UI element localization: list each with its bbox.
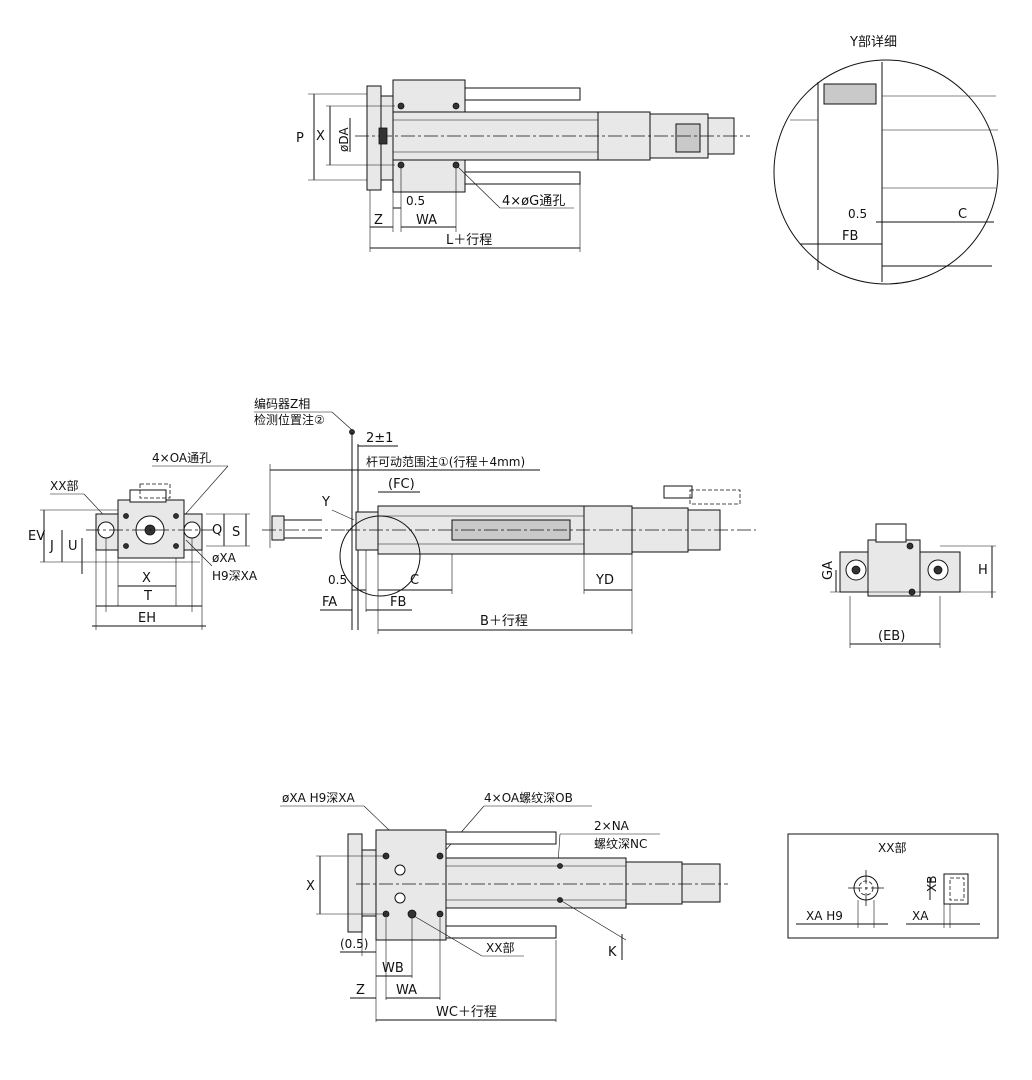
bottom-xx: XX部 <box>486 940 514 955</box>
bottom-xa-label: øXA H9深XA <box>282 791 355 805</box>
bottom-WA: WA <box>396 983 417 998</box>
mid-YD: YD <box>595 573 614 588</box>
dim-Z: Z <box>374 213 383 228</box>
mid-C: C <box>410 573 419 588</box>
guide-rod-upper <box>464 87 581 101</box>
bottom-WC: WC＋行程 <box>436 1005 497 1020</box>
left-xa: øXA <box>212 551 237 565</box>
detail-y-half: 0.5 <box>848 207 867 221</box>
pm-label: 2±1 <box>366 431 393 446</box>
dim-H: H <box>978 563 988 578</box>
bottom-dim-X: X <box>306 879 315 894</box>
top-view: P X øDA 0.5 Z WA L＋行程 4×øG通孔 <box>296 79 750 252</box>
bottom-dim-K: K <box>608 945 617 960</box>
mid-FA: FA <box>322 595 337 610</box>
dim-U: U <box>68 539 78 554</box>
mid-B: B＋行程 <box>480 614 528 629</box>
encoder-line2: 检测位置注② <box>254 412 325 427</box>
dim-WA: WA <box>416 213 437 228</box>
xx-title: XX部 <box>878 840 906 855</box>
dim-T: T <box>143 589 152 604</box>
guide-rod-lower <box>464 171 581 185</box>
detail-y: Y部详细 0.5 C FB <box>773 35 999 285</box>
xx-detail-frame <box>787 833 999 939</box>
bottom-body <box>445 857 627 909</box>
detail-circle <box>773 59 999 285</box>
right-view: GA H (EB) <box>821 523 996 648</box>
dim-S: S <box>232 525 240 540</box>
bottom-block <box>375 829 447 941</box>
dim-EB: (EB) <box>878 629 905 644</box>
callout-holes: 4×øG通孔 <box>502 194 565 209</box>
dim-J: J <box>49 539 54 554</box>
left-h9: H9深XA <box>212 569 258 583</box>
xx-XB: XB <box>925 876 939 892</box>
bottom-oa-label: 4×OA螺纹深OB <box>484 791 573 805</box>
bottom-view: øXA H9深XA 4×OA螺纹深OB 2×NA 螺纹深NC <box>280 791 728 1022</box>
xx-XA: XA <box>912 909 929 923</box>
dim-P: P <box>296 131 304 146</box>
callout-oa: 4×OA通孔 <box>152 451 211 465</box>
dim-left-X: X <box>142 571 151 586</box>
mount-hole-icon <box>397 161 405 169</box>
bottom-half: (0.5) <box>340 937 368 951</box>
detail-y-title: Y部详细 <box>849 35 897 50</box>
detail-y-C: C <box>958 207 967 222</box>
rod-range-label: 杆可动范围注①(行程＋4mm) <box>366 454 525 469</box>
dim-GA: GA <box>821 561 836 580</box>
bottom-WB: WB <box>382 961 404 976</box>
dim-L: L＋行程 <box>446 233 492 248</box>
mount-hole-icon <box>452 102 460 110</box>
dim-X: X <box>316 129 325 144</box>
xx-XA-H9: XA H9 <box>806 909 843 923</box>
left-xx: XX部 <box>50 478 78 493</box>
mid-FB: FB <box>390 595 406 610</box>
middle-view: 编码器Z相 检测位置注② 2±1 杆可动范围注①(行程＋4mm) (FC) Y <box>254 396 756 634</box>
mount-hole-icon <box>397 102 405 110</box>
dim-DA: øDA <box>337 127 351 152</box>
dim-Q: Q <box>212 523 222 538</box>
left-view: 4×OA通孔 XX部 EV J U Q S øXA H9 <box>28 451 258 630</box>
dim-half: 0.5 <box>406 194 425 208</box>
detail-y-FB: FB <box>842 229 858 244</box>
dim-FC: (FC) <box>388 477 415 492</box>
bottom-Z: Z <box>356 983 365 998</box>
dim-EV: EV <box>28 529 45 544</box>
mid-half: 0.5 <box>328 573 347 587</box>
xx-detail: XX部 XB XA H9 XA <box>787 833 999 939</box>
dim-EH: EH <box>138 611 156 626</box>
label-Y: Y <box>321 495 330 510</box>
detail-Y-circle <box>339 515 421 597</box>
bottom-na-line1: 2×NA <box>594 819 630 833</box>
encoder-line1: 编码器Z相 <box>254 396 310 411</box>
bottom-na-line2: 螺纹深NC <box>594 837 647 851</box>
